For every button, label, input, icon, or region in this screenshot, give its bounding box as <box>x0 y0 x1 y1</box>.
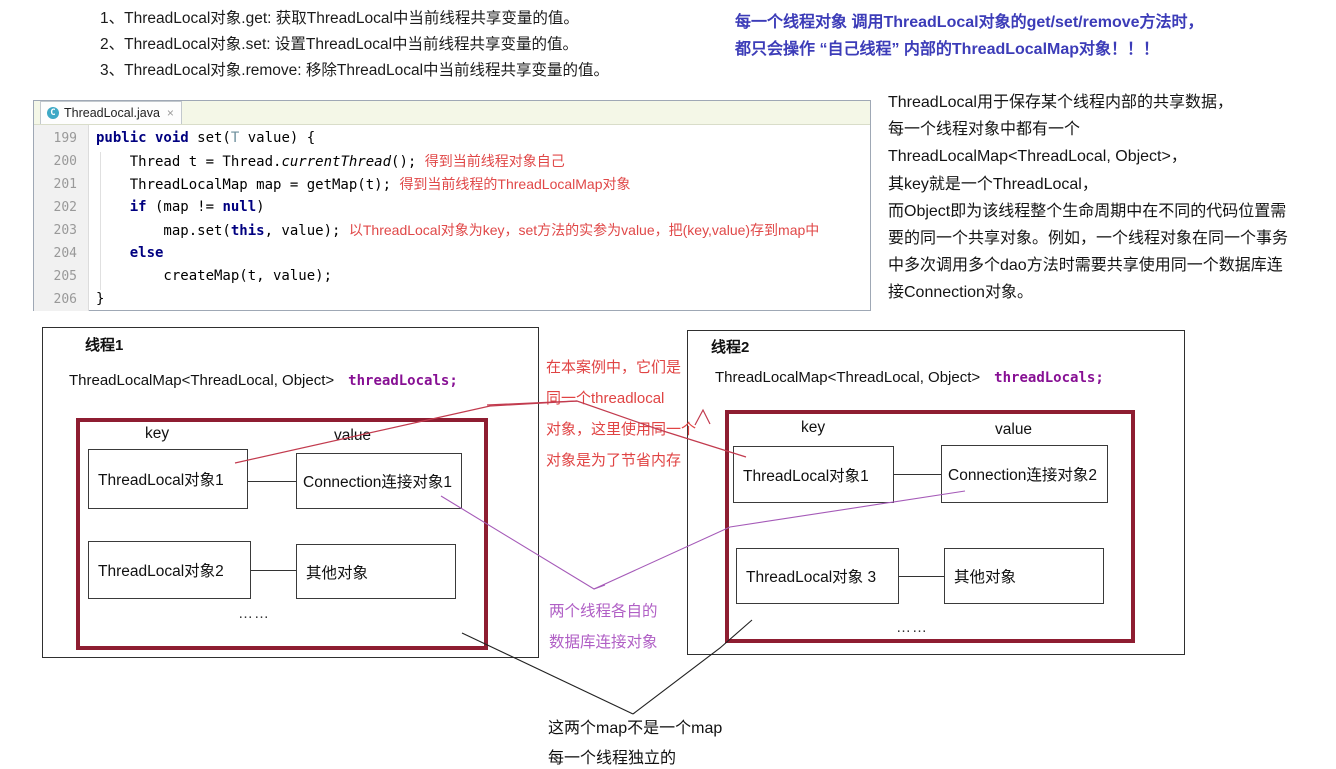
annotation-line: 同一个threadlocal <box>546 390 665 407</box>
annotation-line: 在本案例中，它们是 <box>546 359 682 376</box>
key-value-connector <box>894 474 941 475</box>
threadlocal-api-notes: 1、ThreadLocal对象.get: 获取ThreadLocal中当前线程共… <box>100 6 609 84</box>
code-line: public void set(T value) { <box>96 130 316 146</box>
explain-line: 中多次调用多个dao方法时需要共享使用同一个数据库连 <box>888 257 1283 275</box>
key-value-connector <box>248 481 296 482</box>
gutter: 199 200 201 202 203 204 205 206 <box>34 125 89 311</box>
code-lines: public void set(T value) { Thread t = Th… <box>96 127 870 311</box>
two-maps-note: 这两个map不是一个map 每一个线程独立的 <box>548 714 722 769</box>
annotation-line: 这两个map不是一个map <box>548 720 723 737</box>
value-header: value <box>995 421 1033 438</box>
code-line: createMap(t, value); <box>96 268 333 284</box>
code-editor-panel: C ThreadLocal.java × 199 200 201 202 203 204 2… <box>33 100 871 311</box>
line-number: 201 <box>53 177 77 192</box>
explain-line: 而Object即为该线程整个生命周期中在不同的代码位置需 <box>888 202 1287 220</box>
note-item: 2、ThreadLocal对象.set: 设置ThreadLocal中当前线程共… <box>100 36 579 53</box>
close-icon[interactable]: × <box>166 105 174 120</box>
annotation-line: 对象，这里使用同一个 <box>546 421 697 438</box>
code-line: Thread t = Thread.currentThread(); 得到当前线… <box>96 153 565 170</box>
code-line: } <box>96 291 105 307</box>
line-number: 205 <box>53 269 77 284</box>
annotation-line: 两个线程各自的 <box>549 603 658 620</box>
thread1-value-cell: 其他对象 <box>296 544 456 599</box>
annotation-line: 对象是为了节省内存 <box>546 452 682 469</box>
code-line: else <box>129 245 164 261</box>
thread1-panel: 线程1 ThreadLocalMap<ThreadLocal, Object> t… <box>42 327 539 658</box>
explain-line: ThreadLocalMap<ThreadLocal, Object>， <box>888 148 1187 166</box>
map-type: ThreadLocalMap<ThreadLocal, Object> <box>69 372 335 389</box>
note-item: 1、ThreadLocal对象.get: 获取ThreadLocal中当前线程共… <box>100 10 579 27</box>
key-header: key <box>801 419 826 436</box>
code-area: public void set(T value) { Thread t = Th… <box>89 125 870 311</box>
thread1-key-cell: ThreadLocal对象1 <box>88 449 248 509</box>
headline-note: 每一个线程对象 调用ThreadLocal对象的get/set/remove方法… <box>735 9 1204 63</box>
editor-tab-threadlocal-java[interactable]: C ThreadLocal.java × <box>40 101 182 124</box>
map-type: ThreadLocalMap<ThreadLocal, Object> <box>715 369 981 386</box>
separate-connections-annotation: 两个线程各自的 数据库连接对象 <box>549 596 658 658</box>
explain-line: 要的同一个共享对象。例如，一个线程对象在同一个事务 <box>888 230 1289 248</box>
thread2-title: 线程2 <box>711 339 750 356</box>
headline-line: 每一个线程对象 调用ThreadLocal对象的get/set/remove方法… <box>735 14 1204 31</box>
code-line: ThreadLocalMap map = getMap(t); 得到当前线程的T… <box>96 176 631 193</box>
explain-line: 每一个线程对象中都有一个 <box>888 121 1081 139</box>
explain-line: 其key就是一个ThreadLocal， <box>888 175 1098 193</box>
thread2-key-cell: ThreadLocal对象1 <box>733 446 894 503</box>
note-item: 3、ThreadLocal对象.remove: 移除ThreadLocal中当前… <box>100 62 610 79</box>
thread1-title: 线程1 <box>85 337 124 354</box>
headline-line: 都只会操作 “自己线程” 内部的ThreadLocalMap对象！！！ <box>735 41 1160 58</box>
annotation-line: 每一个线程独立的 <box>548 750 677 767</box>
line-number: 199 <box>53 131 77 146</box>
ellipsis: …… <box>238 605 270 622</box>
thread1-map-declaration: ThreadLocalMap<ThreadLocal, Object> threa… <box>69 372 458 389</box>
explanation-paragraph: ThreadLocal用于保存某个线程内部的共享数据， 每一个线程对象中都有一个… <box>888 89 1336 307</box>
thread2-map-declaration: ThreadLocalMap<ThreadLocal, Object> threa… <box>715 369 1104 386</box>
code-line: if (map != null) <box>129 199 265 215</box>
line-number: 202 <box>53 200 77 215</box>
thread1-key-cell: ThreadLocal对象2 <box>88 541 251 599</box>
threadlocals-field: threadLocals; <box>348 373 458 389</box>
key-value-connector <box>899 576 944 577</box>
thread2-key-cell: ThreadLocal对象 3 <box>736 548 899 604</box>
thread2-value-cell: Connection连接对象2 <box>941 445 1108 503</box>
ellipsis: …… <box>896 619 928 636</box>
thread2-value-cell: 其他对象 <box>944 548 1104 604</box>
editor-tab-strip: C ThreadLocal.java × <box>34 101 870 125</box>
same-threadlocal-annotation: 在本案例中，它们是 同一个threadlocal 对象，这里使用同一个 对象是为… <box>546 352 696 476</box>
value-header: value <box>334 427 372 444</box>
indent-guide <box>100 152 101 290</box>
threadlocals-field: threadLocals; <box>994 370 1104 386</box>
code-line: map.set(this, value); 以ThreadLocal对象为key… <box>96 222 820 239</box>
key-header: key <box>145 425 170 442</box>
line-number: 204 <box>53 246 77 261</box>
editor-tab-label: ThreadLocal.java <box>64 105 160 120</box>
thread2-map-box: key value ThreadLocal对象1 Connection连接对象2… <box>725 410 1135 643</box>
line-number: 203 <box>53 223 77 238</box>
explain-line: 接Connection对象。 <box>888 284 1033 302</box>
thread2-panel: 线程2 ThreadLocalMap<ThreadLocal, Object> t… <box>687 330 1185 655</box>
line-number: 206 <box>53 292 77 307</box>
editor-body: 199 200 201 202 203 204 205 206 public void set… <box>34 125 870 311</box>
thread1-map-box: key value ThreadLocal对象1 Connection连接对象1… <box>76 418 488 650</box>
annotation-line: 数据库连接对象 <box>549 634 658 651</box>
explain-line: ThreadLocal用于保存某个线程内部的共享数据， <box>888 94 1233 111</box>
thread1-value-cell: Connection连接对象1 <box>296 453 462 509</box>
class-file-icon: C <box>47 106 59 119</box>
key-value-connector <box>251 570 296 571</box>
line-number: 200 <box>53 154 77 169</box>
